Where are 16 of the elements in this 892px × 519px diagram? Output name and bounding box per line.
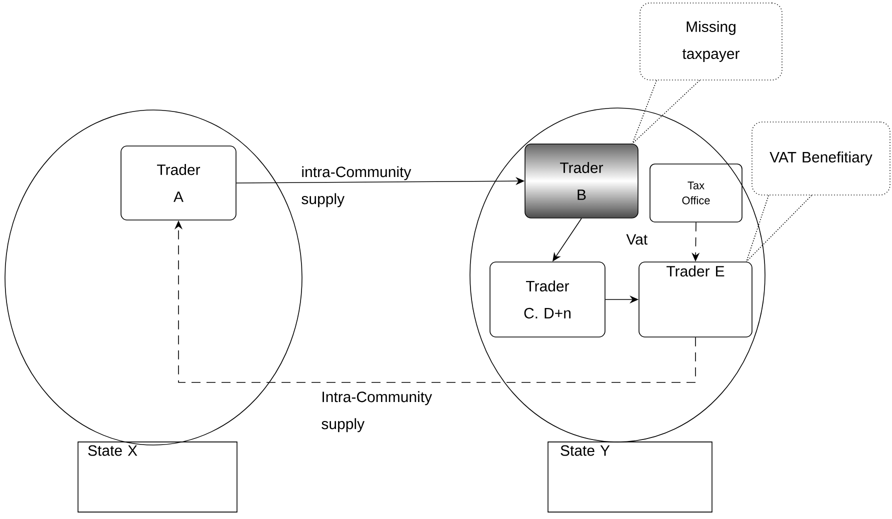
edge-label: intra-Community supply [302, 166, 412, 208]
callout-bubble: VAT Benefitiary [752, 122, 890, 196]
trader-box: Trader E [638, 262, 752, 338]
state-box: State Y [548, 442, 712, 512]
trader-box: Trader C. D+n [490, 262, 606, 338]
state-circle [4, 110, 302, 446]
trader-box: Trader B [524, 144, 638, 218]
callout-bubble: Missing taxpayer [640, 2, 782, 80]
callout-tail [746, 194, 812, 262]
callout-tail [632, 80, 700, 144]
trader-box: Trader A [120, 146, 236, 220]
edge-label: Intra-Community supply [322, 391, 432, 432]
state-box: State X [78, 442, 238, 512]
edge-label: Vat [626, 234, 648, 245]
office-box: Tax Office [650, 164, 742, 222]
state-circle [470, 108, 766, 442]
